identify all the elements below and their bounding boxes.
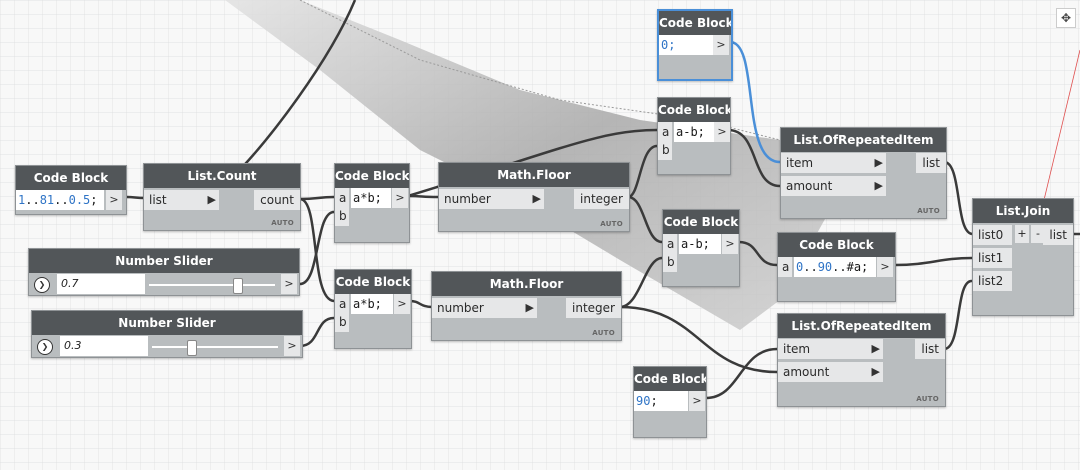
input-port-item[interactable]: item▶	[778, 339, 883, 359]
node-title: Math.Floor	[432, 272, 621, 296]
node-title: List.OfRepeatedItem	[778, 314, 945, 338]
list-count-node[interactable]: List.Count list▶ count AUTO	[143, 163, 301, 231]
output-port[interactable]: >	[689, 391, 705, 411]
node-title: Number Slider	[29, 249, 299, 273]
code-editor[interactable]: 0;	[659, 35, 713, 55]
code-block-subtract-node-2[interactable]: Code Block a b a-b; >	[662, 209, 740, 287]
lacing-auto-label: AUTO	[916, 395, 939, 403]
code-block-zero-node[interactable]: Code Block 0; >	[657, 9, 733, 81]
node-title: Code Block	[663, 210, 739, 234]
input-port-item[interactable]: item▶	[781, 153, 886, 173]
input-port-b[interactable]: b	[335, 206, 349, 226]
input-port-a[interactable]: a	[778, 257, 792, 277]
input-port-number[interactable]: number▶	[439, 189, 544, 209]
input-port-a[interactable]: a	[663, 234, 677, 254]
input-port-number[interactable]: number▶	[432, 298, 537, 318]
node-title: Code Block	[335, 270, 411, 294]
slider-track[interactable]	[152, 346, 278, 348]
input-port-a[interactable]: a	[658, 122, 672, 142]
node-title: Code Block	[16, 166, 126, 190]
input-port-b[interactable]: b	[658, 140, 672, 160]
output-port-count[interactable]: count	[254, 190, 300, 210]
selected-wire	[729, 40, 781, 164]
remove-input-button[interactable]: -	[1031, 225, 1045, 243]
output-port[interactable]: >	[394, 294, 410, 314]
node-title: List.Join	[973, 199, 1073, 223]
lacing-auto-label: AUTO	[592, 329, 615, 337]
code-block-subtract-node-1[interactable]: Code Block a b a-b; >	[657, 97, 731, 175]
output-port-list[interactable]: list	[1043, 225, 1073, 245]
math-floor-node-2[interactable]: Math.Floor number▶ integer AUTO	[431, 271, 622, 341]
output-port[interactable]: >	[722, 234, 738, 254]
add-input-button[interactable]: +	[1015, 225, 1029, 243]
node-title: Code Block	[634, 367, 706, 391]
list-of-repeated-item-node-2[interactable]: List.OfRepeatedItem item▶ amount▶ list A…	[777, 313, 946, 407]
chevron-down-icon[interactable]: ❯	[34, 277, 50, 293]
chevron-down-icon[interactable]: ❯	[37, 339, 53, 355]
output-port-integer[interactable]: integer	[566, 298, 621, 318]
slider-track[interactable]	[149, 284, 275, 286]
number-slider-node-1[interactable]: Number Slider ❯ 0.7 >	[28, 248, 300, 296]
slider-thumb[interactable]	[187, 340, 197, 356]
code-editor[interactable]: a-b;	[674, 122, 714, 142]
node-title: List.OfRepeatedItem	[781, 128, 946, 152]
input-port-list2[interactable]: list2	[973, 271, 1012, 291]
input-port-list1[interactable]: list1	[973, 248, 1012, 268]
lacing-auto-label: AUTO	[600, 220, 623, 228]
code-block-ninety-node[interactable]: Code Block 90; >	[633, 366, 707, 438]
output-port[interactable]: >	[877, 257, 893, 277]
list-join-node[interactable]: List.Join list0 + - list list1 list2	[972, 198, 1074, 316]
output-port[interactable]: >	[106, 190, 122, 210]
input-port-a[interactable]: a	[335, 294, 349, 314]
input-port-b[interactable]: b	[663, 252, 677, 272]
output-port-list[interactable]: list	[915, 339, 945, 359]
code-editor[interactable]: a*b;	[351, 294, 393, 314]
code-block-range-node[interactable]: Code Block 1..81..0.5; >	[15, 165, 127, 215]
output-port[interactable]: >	[281, 274, 297, 294]
lacing-auto-label: AUTO	[271, 219, 294, 227]
input-port-list[interactable]: list▶	[144, 190, 219, 210]
code-editor[interactable]: 90;	[634, 391, 688, 411]
input-port-b[interactable]: b	[335, 312, 349, 332]
output-port[interactable]: >	[714, 122, 730, 142]
math-floor-node-1[interactable]: Math.Floor number▶ integer AUTO	[438, 162, 630, 232]
output-port[interactable]: >	[392, 188, 408, 208]
code-text: 0;	[661, 38, 676, 52]
output-port-list[interactable]: list	[916, 153, 946, 173]
node-title: Number Slider	[32, 311, 302, 335]
code-block-multiply-node-1[interactable]: Code Block a b a*b; >	[334, 163, 410, 243]
slider-thumb[interactable]	[233, 278, 243, 294]
input-port-list0[interactable]: list0	[973, 225, 1012, 245]
input-port-amount[interactable]: amount▶	[778, 362, 883, 382]
output-port[interactable]: >	[713, 35, 729, 55]
input-port-a[interactable]: a	[335, 188, 349, 208]
node-title: List.Count	[144, 164, 300, 188]
output-port[interactable]: >	[284, 336, 300, 356]
move-icon[interactable]: ✥	[1056, 8, 1076, 28]
code-block-sequence-node[interactable]: Code Block a 0..90..#a; >	[777, 232, 896, 302]
code-editor[interactable]: 0..90..#a;	[794, 257, 876, 277]
node-title: Code Block	[658, 98, 730, 122]
number-slider-node-2[interactable]: Number Slider ❯ 0.3 >	[31, 310, 303, 358]
node-title: Code Block	[335, 164, 409, 188]
node-title: Math.Floor	[439, 163, 629, 187]
node-title: Code Block	[659, 11, 731, 35]
lacing-auto-label: AUTO	[917, 207, 940, 215]
code-editor[interactable]: a-b;	[679, 234, 721, 254]
node-title: Code Block	[778, 233, 895, 257]
code-block-multiply-node-2[interactable]: Code Block a b a*b; >	[334, 269, 412, 349]
slider-value[interactable]: 0.3	[60, 336, 148, 356]
code-editor[interactable]: a*b;	[351, 188, 391, 208]
output-port-integer[interactable]: integer	[574, 189, 629, 209]
list-of-repeated-item-node-1[interactable]: List.OfRepeatedItem item▶ amount▶ list A…	[780, 127, 947, 219]
slider-value[interactable]: 0.7	[57, 274, 145, 294]
input-port-amount[interactable]: amount▶	[781, 176, 886, 196]
code-editor[interactable]: 1..81..0.5;	[16, 190, 104, 210]
